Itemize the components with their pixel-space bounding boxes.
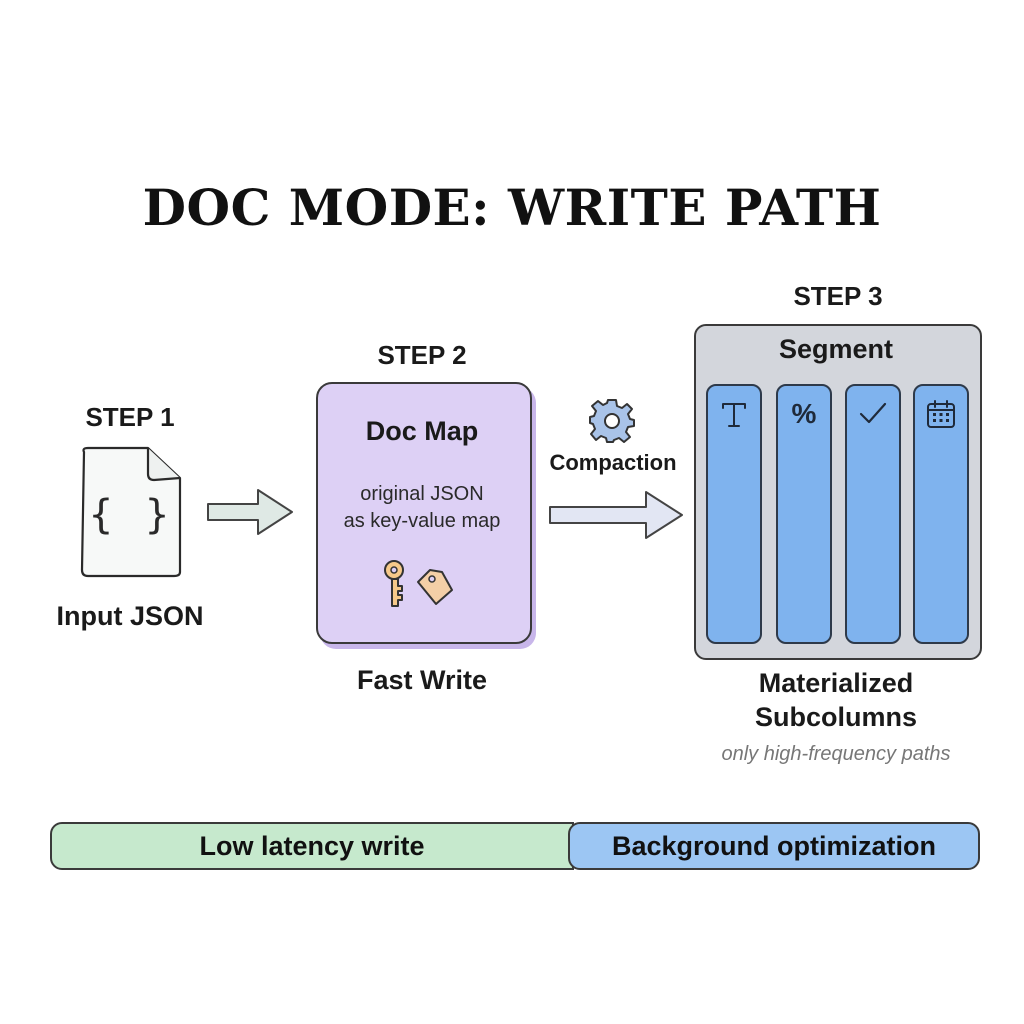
compaction-label: Compaction <box>549 450 677 475</box>
json-file-icon <box>78 444 184 580</box>
step3-caption: Materialized Subcolumns <box>700 666 972 734</box>
step2-caption: Fast Write <box>356 665 488 695</box>
step3-label: STEP 3 <box>793 281 883 311</box>
subcolumn <box>913 384 969 644</box>
calendar-icon <box>915 396 967 432</box>
subcolumn: % <box>776 384 832 644</box>
text-type-icon <box>708 396 760 432</box>
background-optimization-bar: Background optimization <box>568 822 980 870</box>
subcolumn <box>706 384 762 644</box>
tag-icon <box>414 566 456 608</box>
step1-caption: Input JSON <box>56 601 204 631</box>
key-icon <box>380 558 412 610</box>
doc-map-description: original JSON as key-value map <box>316 481 528 535</box>
subcolumn <box>845 384 901 644</box>
percent-icon: % <box>791 398 817 429</box>
step3-caption-line2: Subcolumns <box>754 702 917 732</box>
doc-map-box <box>316 382 532 644</box>
page-title: DOC MODE: WRITE PATH <box>142 178 882 237</box>
step3-note: only high-frequency paths <box>721 743 951 765</box>
step2-label: STEP 2 <box>377 340 467 370</box>
segment-title: Segment <box>778 334 894 364</box>
doc-map-desc-line1: original JSON <box>360 483 484 505</box>
doc-map-desc-line2: as key-value map <box>343 510 501 532</box>
step1-label: STEP 1 <box>85 402 175 432</box>
arrow-icon <box>546 486 688 544</box>
json-braces: { } <box>88 492 174 538</box>
low-latency-bar: Low latency write <box>50 822 574 870</box>
step3-caption-line1: Materialized <box>758 668 914 698</box>
check-icon <box>847 396 899 432</box>
gear-icon <box>588 396 636 444</box>
doc-map-title: Doc Map <box>365 416 479 446</box>
arrow-icon <box>204 484 296 540</box>
